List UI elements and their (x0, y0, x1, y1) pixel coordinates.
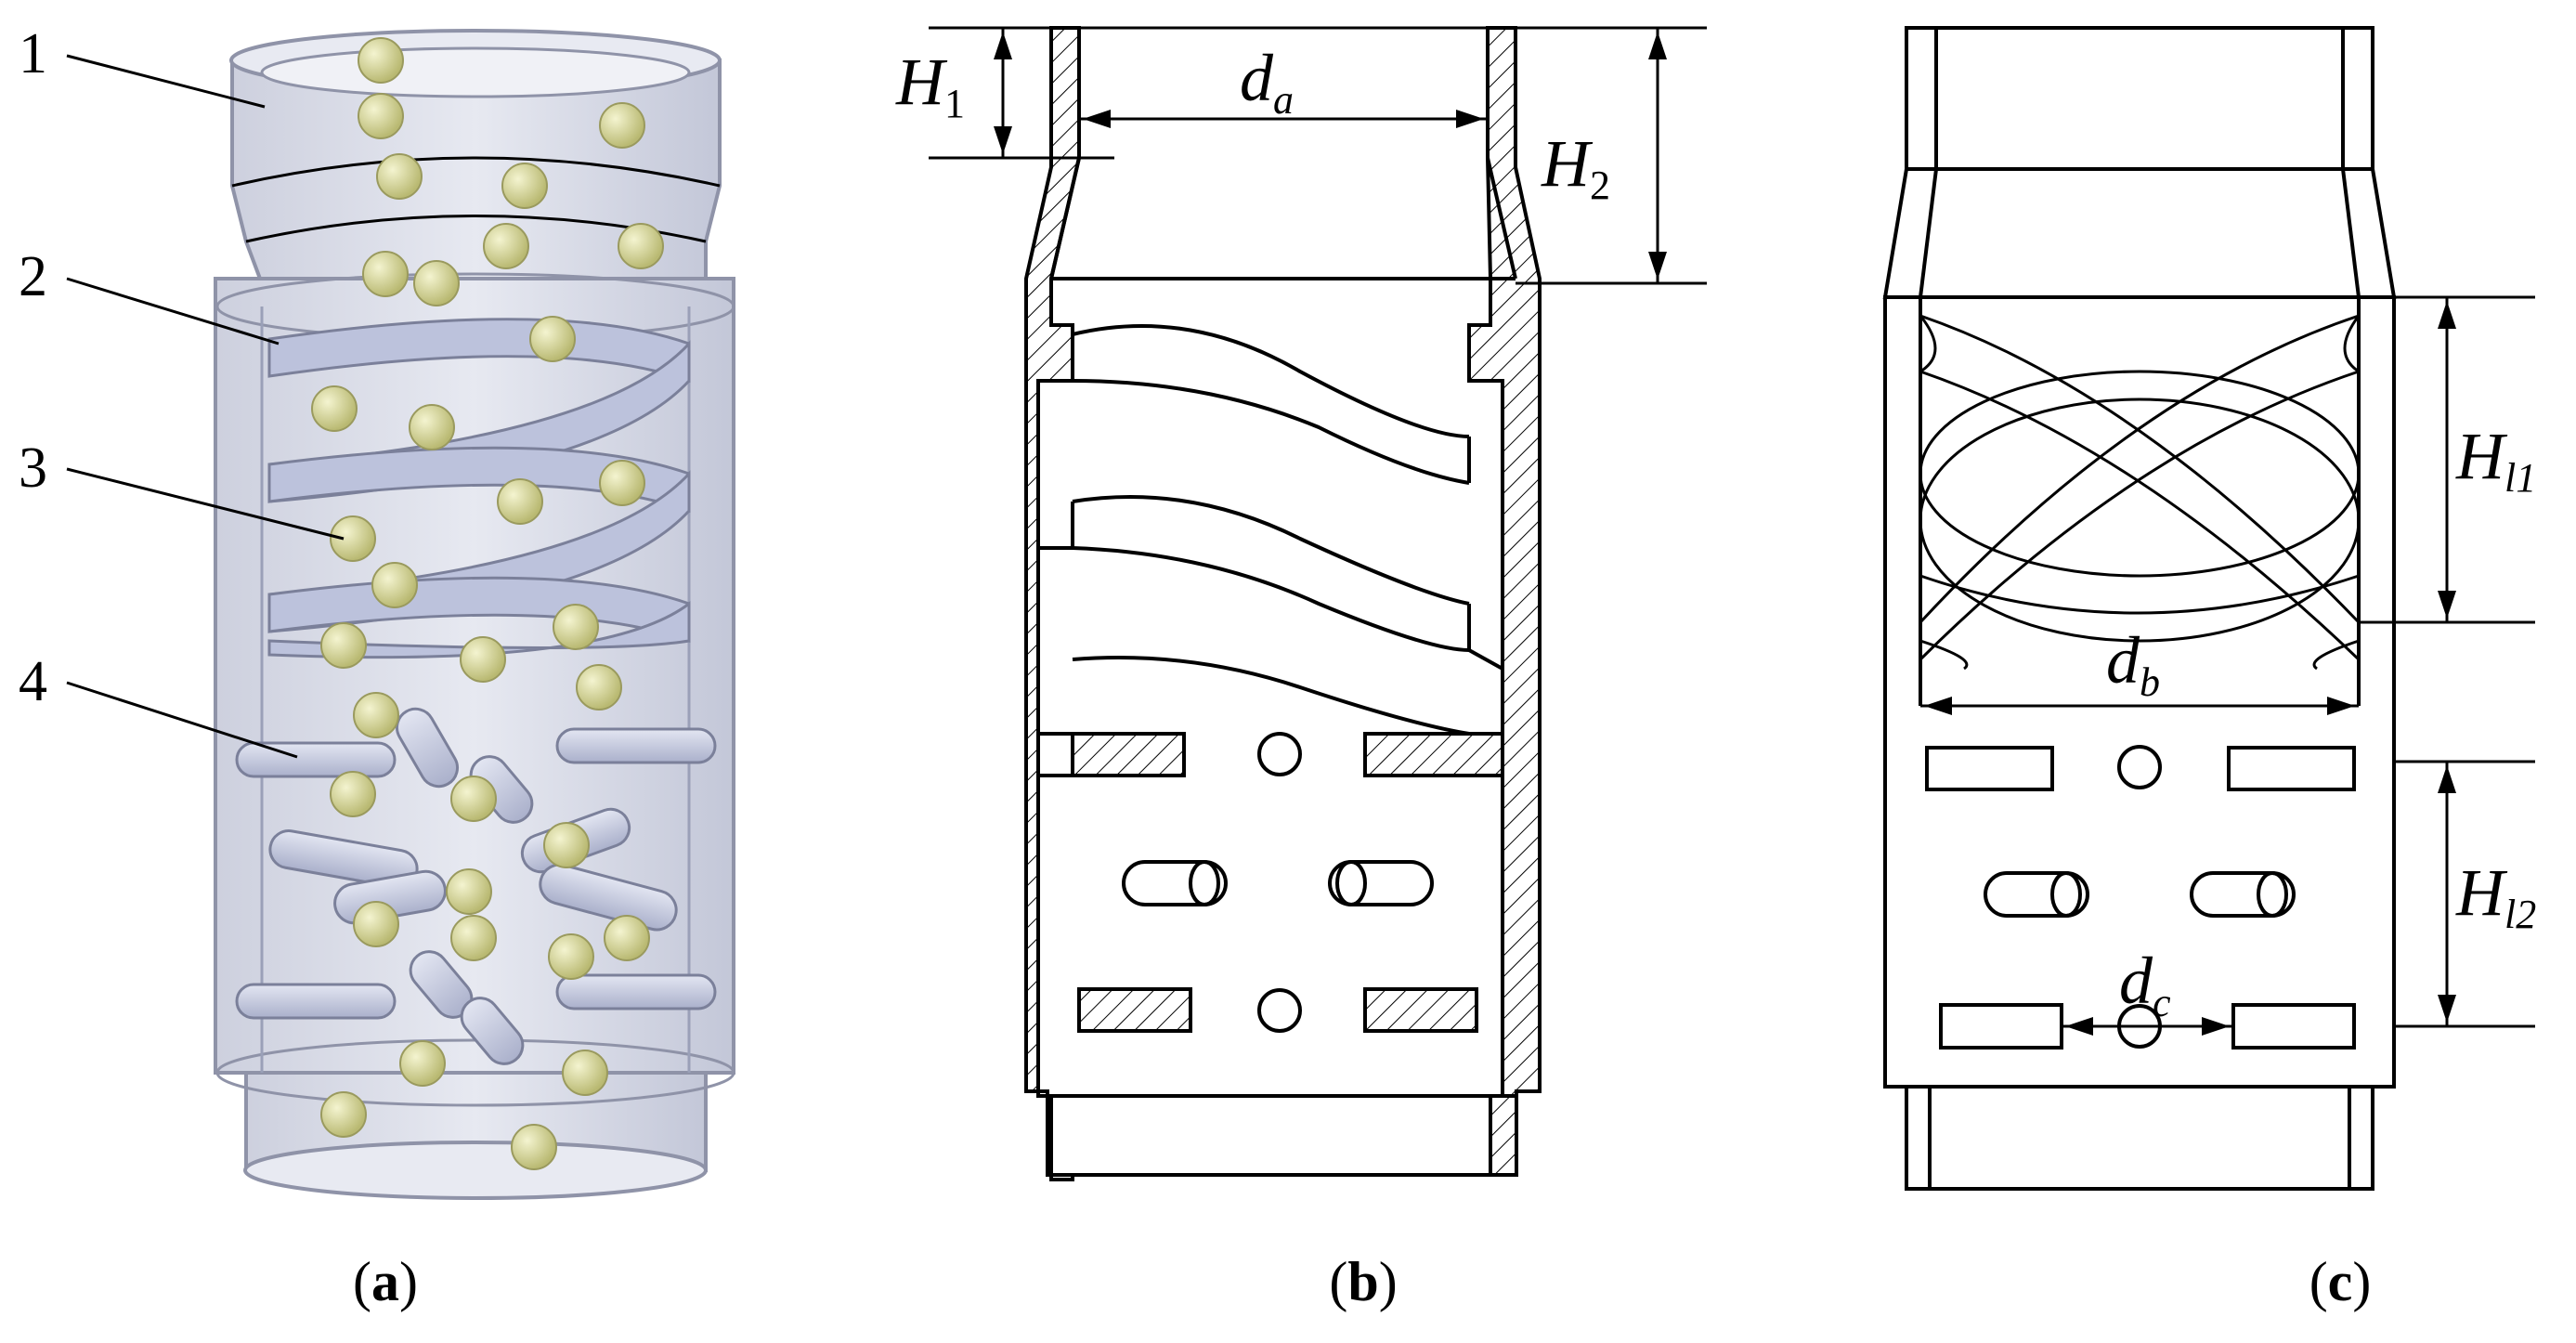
c-taper (1882, 168, 2397, 299)
dimension-arrows-b (994, 32, 1667, 280)
ball (576, 664, 622, 711)
label-Hl1: Hl1 (2455, 419, 2536, 501)
ball (399, 1040, 446, 1087)
label-db: db (2106, 623, 2160, 705)
callout-lines (66, 54, 345, 759)
panel-a-3d-model: 1 2 3 4 (19, 22, 735, 1200)
ball (450, 776, 497, 822)
c-bottom-section (1905, 1085, 2374, 1191)
callout-3: 3 (19, 437, 47, 500)
ball (358, 93, 404, 139)
c-helix-curves (1919, 314, 2361, 671)
left-wall-section (1024, 26, 1081, 1181)
ball (311, 385, 358, 432)
panel-c-outline: Hl1 Hl2 db dc (1882, 26, 2536, 1191)
bottom-rim (243, 1141, 708, 1200)
ball (501, 163, 548, 209)
caption-c: (c) (2309, 1251, 2372, 1312)
ball (543, 822, 590, 868)
label-dc: dc (2119, 944, 2171, 1025)
label-H1: H1 (895, 45, 965, 126)
section-rod-1 (1122, 860, 1228, 906)
dimension-arrows-c (1924, 301, 2456, 1036)
callout-1: 1 (19, 22, 47, 85)
ball (409, 404, 455, 450)
callout-2: 2 (19, 245, 47, 308)
section-hole-1 (1257, 732, 1302, 776)
ball (618, 223, 664, 269)
ball (529, 316, 576, 362)
top-inner-rim (260, 46, 691, 98)
ball (511, 1124, 557, 1170)
ball (330, 515, 376, 562)
ball (376, 153, 423, 200)
ball (562, 1050, 608, 1096)
ball (548, 933, 594, 980)
ball (353, 901, 399, 947)
ball (330, 771, 376, 817)
ball (446, 868, 492, 915)
caption-b: (b) (1329, 1251, 1397, 1312)
ball (450, 915, 497, 961)
ball (362, 251, 409, 297)
section-bars (1071, 732, 1504, 1033)
ball (371, 562, 418, 608)
caption-a: (a) (353, 1251, 418, 1312)
section-rod-2 (1328, 860, 1434, 906)
ball (358, 37, 404, 84)
label-Hl2: Hl2 (2455, 855, 2536, 937)
ball (320, 1091, 367, 1138)
ball (353, 692, 399, 738)
ball (320, 622, 367, 669)
ball (599, 460, 645, 506)
section-helix (1038, 324, 1503, 736)
dimension-lines-c (1920, 295, 2535, 1028)
c-top-section (1905, 26, 2374, 171)
label-da: da (1240, 41, 1294, 123)
label-H2: H2 (1541, 126, 1610, 208)
panel-b-cross-section: H1 H2 da (895, 26, 1707, 1181)
callout-4: 4 (19, 650, 47, 713)
ball (460, 636, 506, 683)
upper-ring (231, 156, 721, 188)
ball (604, 915, 650, 961)
ball (483, 223, 529, 269)
ball (413, 260, 460, 306)
ball (497, 478, 543, 525)
section-hole-2 (1257, 988, 1302, 1033)
ball (553, 604, 599, 650)
ball (599, 102, 645, 149)
right-wall-section (1467, 26, 1542, 1177)
ball-packing (311, 37, 664, 1170)
